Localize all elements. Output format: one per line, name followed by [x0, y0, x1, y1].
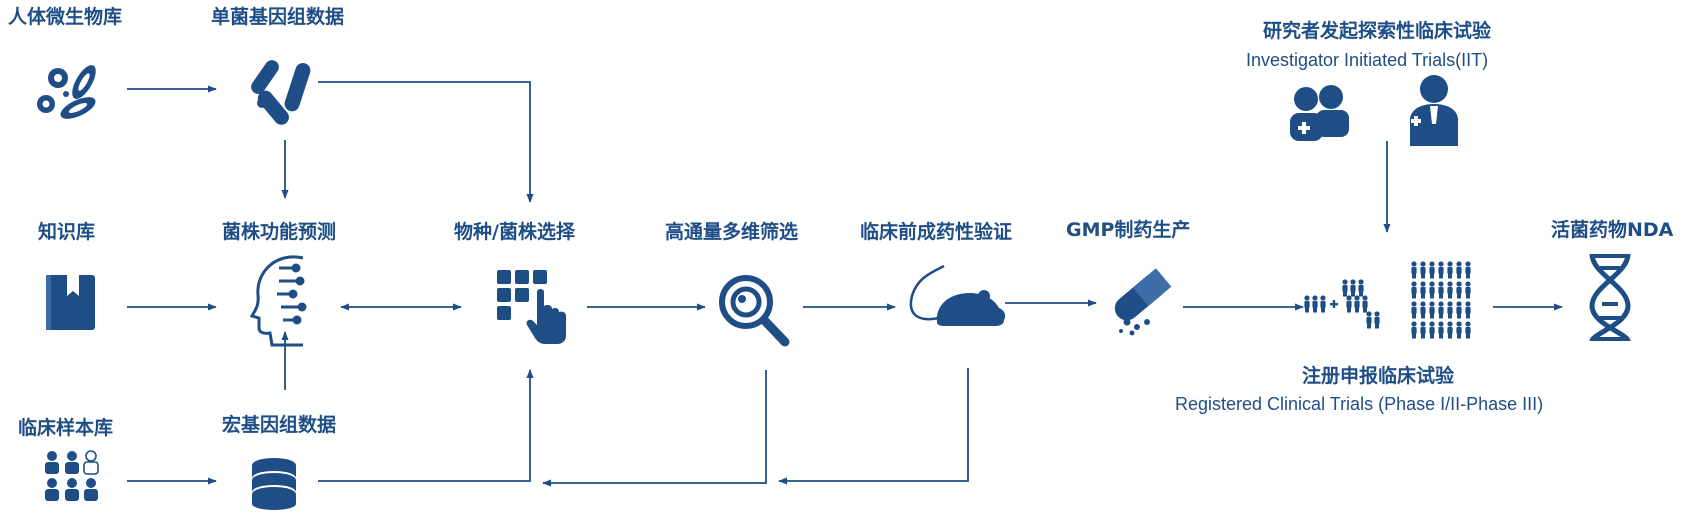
bacteria-icon	[251, 60, 311, 125]
capsule-icon	[1114, 268, 1172, 336]
arrow-screening-feedback	[542, 370, 767, 487]
label-ht-screening: 高通量多维筛选	[665, 221, 799, 243]
label-gmp: GMP制药生产	[1066, 219, 1191, 241]
arrow-genome-to-selection	[318, 81, 534, 203]
magnifier-icon	[719, 275, 790, 347]
database-icon	[252, 458, 296, 510]
sublabel-registered-trials: Registered Clinical Trials (Phase I/II-P…	[1175, 394, 1544, 414]
ai-head-icon	[249, 255, 307, 347]
microbes-icon	[37, 65, 96, 119]
label-metagenome-data: 宏基因组数据	[222, 414, 337, 436]
label-knowledge-base: 知识库	[38, 221, 96, 243]
label-nda: 活菌药物NDA	[1551, 219, 1674, 241]
label-strain-selection: 物种/菌株选择	[454, 221, 575, 243]
population-icon	[1304, 261, 1471, 339]
people-group-icon	[45, 450, 99, 501]
dna-icon	[1589, 253, 1631, 343]
doctors-icon	[1290, 75, 1458, 146]
label-iit: 研究者发起探索性临床试验	[1263, 20, 1492, 42]
sublabel-iit: Investigator Initiated Trials(IIT)	[1246, 50, 1489, 70]
book-icon	[46, 275, 95, 330]
label-single-genome-data: 单菌基因组数据	[211, 6, 345, 28]
label-strain-prediction: 菌株功能预测	[222, 221, 337, 243]
arrow-metagenome-to-selection	[318, 369, 534, 482]
mouse-icon	[909, 264, 1006, 326]
label-clinical-sample-library: 临床样本库	[18, 417, 114, 439]
label-preclinical: 临床前成药性验证	[860, 221, 1013, 243]
label-microbiome-library: 人体微生物库	[8, 6, 123, 28]
arrow-preclinical-feedback	[778, 368, 969, 485]
keypad-touch-icon	[497, 270, 566, 344]
connector-arrows	[127, 81, 1563, 487]
label-registered-trials: 注册申报临床试验	[1302, 365, 1455, 387]
